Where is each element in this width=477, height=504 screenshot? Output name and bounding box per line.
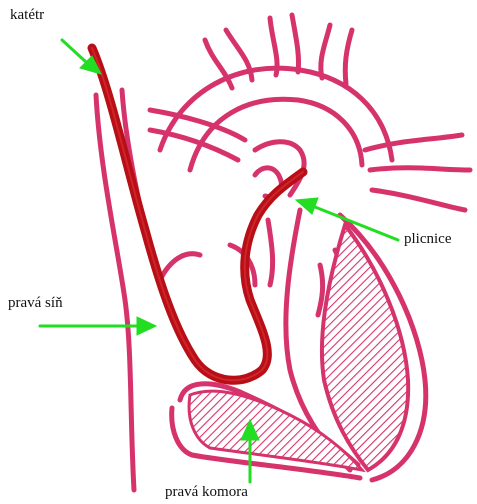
brachiocephalic-branch bbox=[205, 30, 252, 88]
right-ventricle-label: pravá komora bbox=[165, 485, 248, 500]
pulmonary-veins bbox=[365, 135, 470, 210]
right-atrium-label: pravá síň bbox=[8, 296, 63, 311]
right-atrium-arrow bbox=[40, 317, 156, 335]
pulmonary-artery-label: plicnice bbox=[404, 232, 451, 247]
left-ventricle-myocardium bbox=[322, 225, 408, 470]
aortic-arch-inner bbox=[190, 99, 362, 170]
catheter-label: katétr bbox=[10, 8, 44, 23]
